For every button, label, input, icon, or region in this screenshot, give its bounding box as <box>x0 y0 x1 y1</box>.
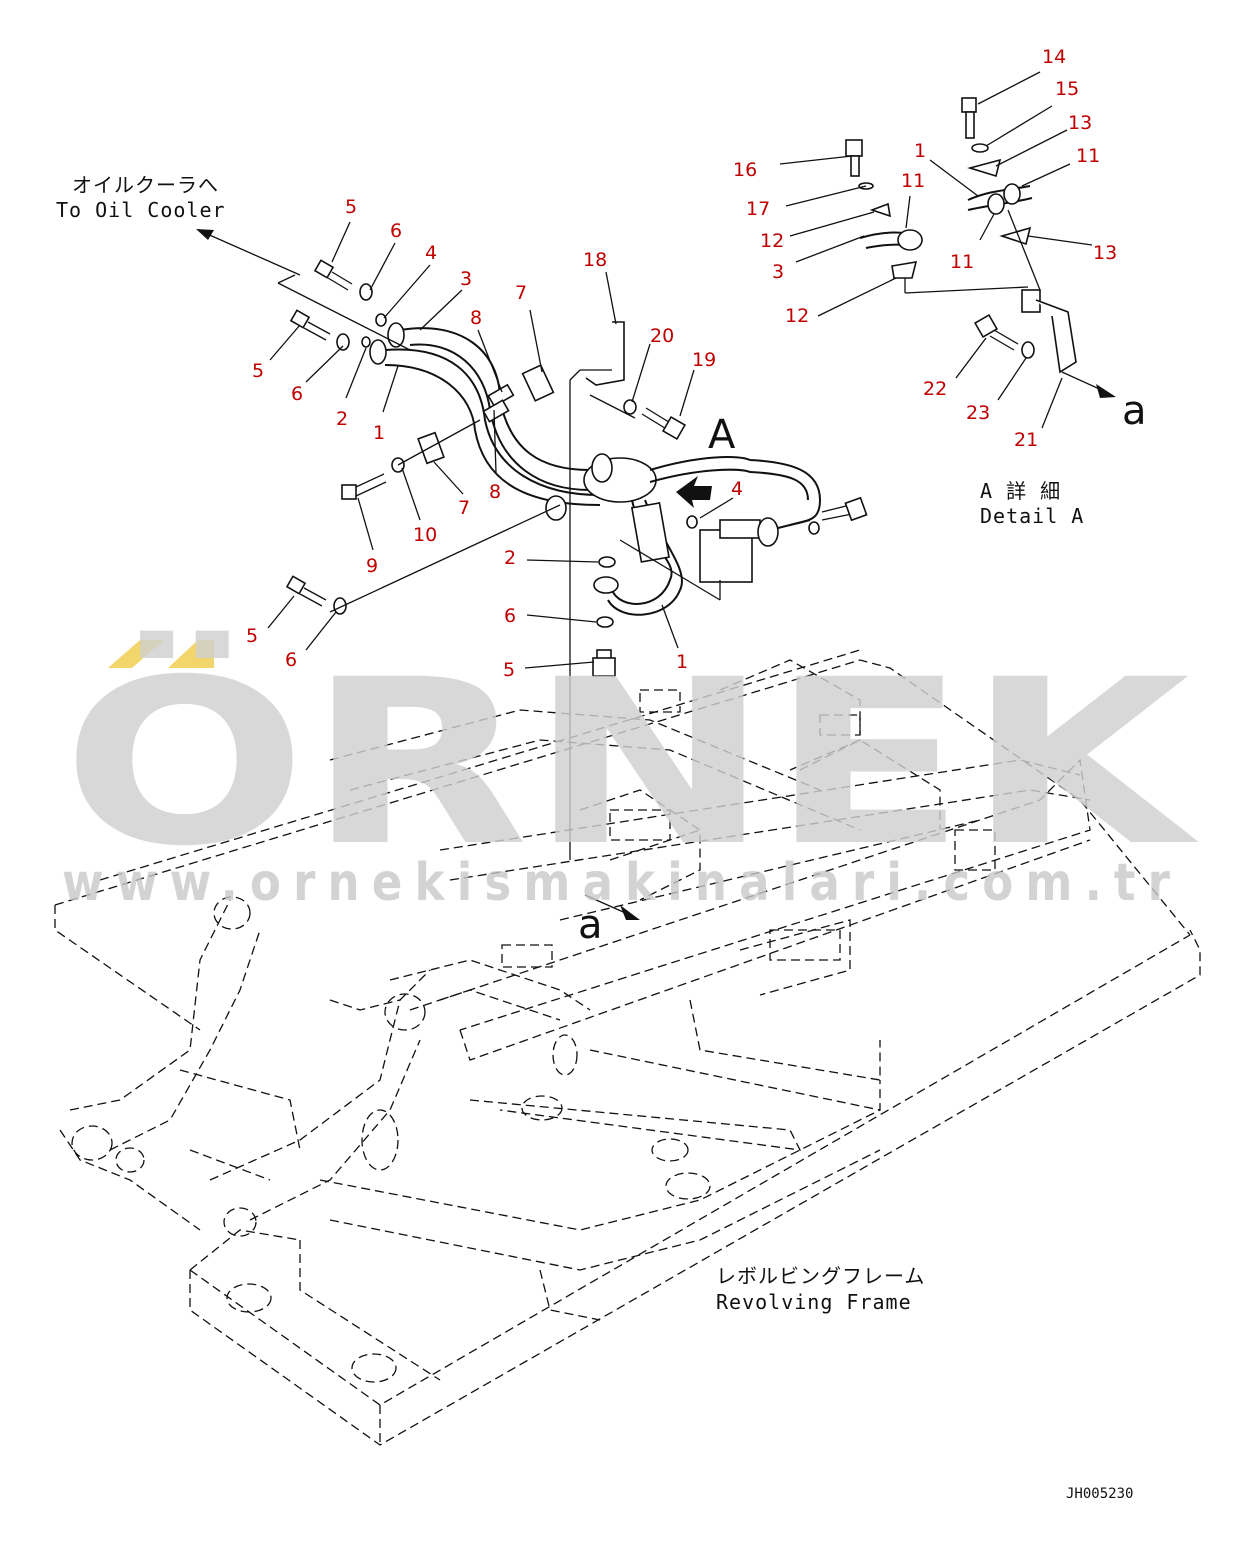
callout: 12 <box>760 230 784 252</box>
callout: 18 <box>583 249 607 271</box>
callout: 10 <box>413 524 437 546</box>
callout: 6 <box>504 605 516 627</box>
revolving-frame-drawing <box>54 649 1201 1446</box>
hose-assembly <box>285 259 868 677</box>
callout: 15 <box>1055 78 1079 100</box>
detail-a-en: Detail A <box>980 504 1084 528</box>
callout: 20 <box>650 325 674 347</box>
callout: 2 <box>504 547 516 569</box>
a-arrow-head <box>620 905 640 920</box>
watermark-brand: ÖRNEK <box>62 630 1199 896</box>
callout: 23 <box>966 402 990 424</box>
bolt-19 <box>641 407 687 441</box>
callout: 1 <box>676 651 688 673</box>
bolt-5b <box>289 309 331 341</box>
callout: 5 <box>246 625 258 647</box>
arrow-a-top-label: a <box>1122 388 1147 434</box>
callout: 5 <box>252 360 264 382</box>
watermark-accent-right <box>168 640 214 668</box>
watermark-accent-left <box>108 640 164 668</box>
callout: 17 <box>746 198 770 220</box>
revolving-frame-en: Revolving Frame <box>716 1290 912 1314</box>
bolt-5a <box>313 259 353 291</box>
callout: 4 <box>425 242 437 264</box>
callout: 2 <box>336 408 348 430</box>
callout: 5 <box>345 196 357 218</box>
callout: 3 <box>772 261 784 283</box>
callout: 11 <box>901 170 925 192</box>
view-arrow <box>676 476 712 508</box>
callout: 13 <box>1093 242 1117 264</box>
bolt-5d <box>592 649 616 677</box>
callout-numbers: 5 6 4 3 8 7 18 5 6 2 1 20 19 10 7 8 9 4 … <box>246 46 1117 681</box>
callout: 11 <box>950 251 974 273</box>
callout: 5 <box>503 659 515 681</box>
callout: 6 <box>291 383 303 405</box>
callout: 7 <box>458 497 470 519</box>
callout: 12 <box>785 305 809 327</box>
watermark-url: www.ornekismakinalari.com.tr <box>62 853 1182 913</box>
callout: 19 <box>692 349 716 371</box>
callout: 6 <box>285 649 297 671</box>
bolt-5c <box>285 575 327 607</box>
callout: 11 <box>1076 145 1100 167</box>
callout: 9 <box>366 555 378 577</box>
callout: 14 <box>1042 46 1066 68</box>
drawing-code: JH005230 <box>1066 1486 1133 1502</box>
to-oil-cooler-en: To Oil Cooler <box>56 198 226 222</box>
callout: 22 <box>923 378 947 400</box>
callout: 7 <box>515 282 527 304</box>
bolt-9 <box>341 473 387 500</box>
revolving-frame-jp: レボルビングフレーム <box>716 1264 925 1288</box>
callout: 6 <box>390 220 402 242</box>
callout: 1 <box>373 422 385 444</box>
callout: 3 <box>460 268 472 290</box>
watermark: ÖRNEK www.ornekismakinalari.com.tr <box>62 630 1199 913</box>
bolt-detail <box>821 496 868 522</box>
view-letter-a: A <box>708 412 736 458</box>
callout: 21 <box>1014 429 1038 451</box>
detail-a-jp: A 詳 細 <box>980 479 1061 503</box>
to-oil-cooler-jp: オイルクーラへ <box>72 173 219 197</box>
callout: 1 <box>914 140 926 162</box>
leader-lines <box>196 221 734 669</box>
callout: 8 <box>489 481 501 503</box>
callout: 8 <box>470 307 482 329</box>
detail-a-drawing <box>779 71 1116 429</box>
callout: 4 <box>731 478 743 500</box>
callout: 13 <box>1068 112 1092 134</box>
arrow-a-bottom-label: a <box>578 902 603 948</box>
callout: 16 <box>733 159 757 181</box>
leader-a-arrow <box>584 894 631 916</box>
